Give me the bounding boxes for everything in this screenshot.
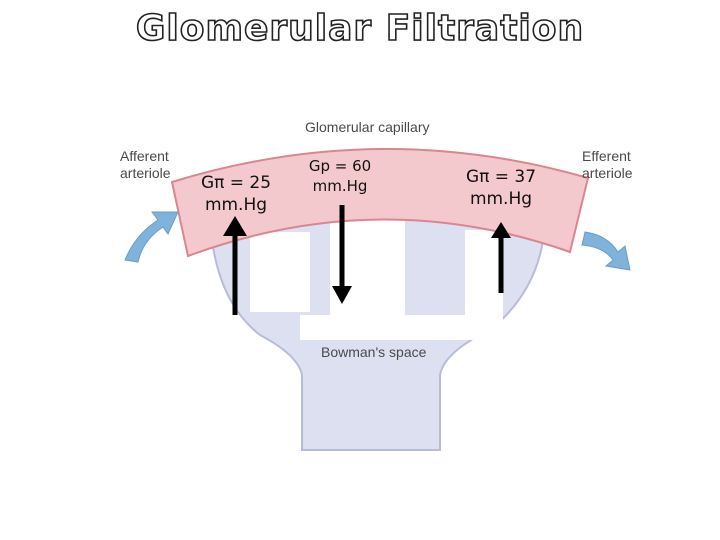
pressure-label-middle-value: Gp = 60 [308, 157, 372, 175]
afferent-label: Afferent arteriole [120, 148, 171, 182]
pressure-arrow-middle-down [332, 205, 352, 304]
afferent-label-line2: arteriole [120, 165, 171, 181]
pressure-arrow-right-up [491, 222, 511, 293]
bowmans-space-label: Bowman's space [321, 344, 427, 360]
pressure-label-middle-unit: mm.Hg [312, 177, 368, 195]
pressure-label-right-value: Gπ = 37 [465, 167, 537, 187]
pressure-label-left-value: Gπ = 25 [200, 173, 272, 193]
pressure-label-left: Gπ = 25 mm.Hg [190, 172, 282, 216]
efferent-label: Efferent arteriole [582, 148, 633, 182]
efferent-flow-arrow [581, 231, 631, 271]
glomerular-capillary [170, 147, 590, 258]
afferent-flow-arrow [124, 211, 179, 263]
pressure-label-right: Gπ = 37 mm.Hg [453, 166, 549, 210]
pressure-label-middle: Gp = 60 mm.Hg [290, 156, 390, 196]
blank-patch [250, 232, 310, 312]
page-title: Glomerular Filtration [135, 7, 585, 50]
efferent-label-line2: arteriole [582, 165, 633, 181]
pressure-label-left-unit: mm.Hg [204, 195, 268, 215]
capillary-label: Glomerular capillary [305, 119, 430, 135]
blank-patch [300, 315, 500, 340]
efferent-label-line1: Efferent [582, 148, 631, 164]
afferent-label-line1: Afferent [120, 148, 169, 164]
pressure-label-right-unit: mm.Hg [469, 189, 533, 209]
pressure-arrow-left-up [223, 216, 247, 315]
